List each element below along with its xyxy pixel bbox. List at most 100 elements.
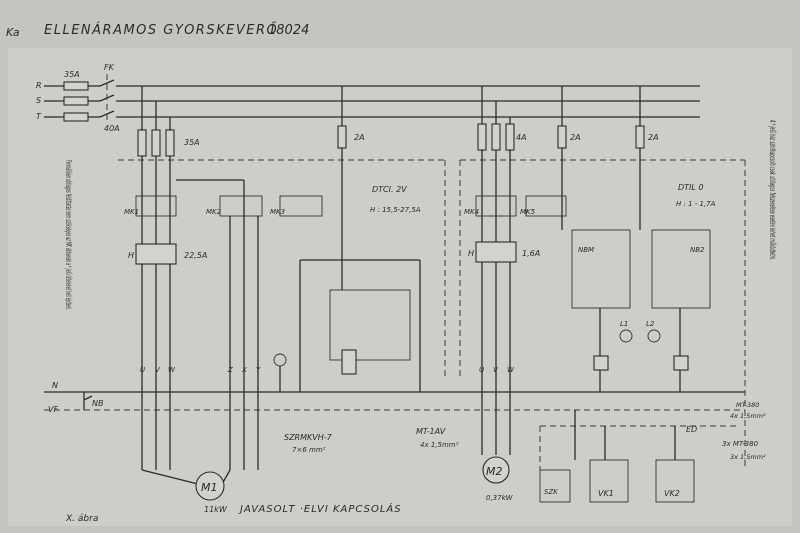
motor1-label: M1 <box>201 481 218 494</box>
motor2-cable: MT-1AV <box>416 427 446 436</box>
figure-label: X. ábra <box>65 514 98 524</box>
motor1-symbol <box>195 471 225 501</box>
motor2-power: 0,37kW <box>486 494 514 502</box>
neutral-label: N <box>52 381 58 390</box>
motor2-label: M2 <box>486 465 503 478</box>
unit2-title: DTIL 0 <box>678 183 704 192</box>
control-unit-2: 2A 2A DTIL 0 H : 1 - 1,7A NBM NB2 L1 L2 <box>557 86 716 392</box>
logo-mark: Ka <box>6 26 20 39</box>
switch-vk1-box <box>589 459 629 503</box>
m1-thermal-setting: 22,5A <box>184 251 207 260</box>
m2-fuse-1 <box>477 123 487 151</box>
m2-contactor-label: MK2 <box>206 208 222 216</box>
right-cable-block: MT-380 4x 1,5mm² 3x MT-380 3x 1,5mm² ED <box>539 401 766 470</box>
right-cable-section: 3x 1,5mm² <box>730 453 766 461</box>
unit2-relay-nb2: NB2 <box>690 246 705 254</box>
unit2-fuse-a <box>557 125 567 149</box>
switch-vk2-label: VK2 <box>664 489 680 498</box>
switch-szk-label: SZK <box>544 488 559 496</box>
unit2-coil-mk5 <box>673 355 689 371</box>
m1-terminal-u: U <box>140 366 145 374</box>
m2-fuse-rating: 4A <box>516 133 527 142</box>
m2-contactor-mk5: MK5 <box>520 208 536 216</box>
drawing-number: 18024 <box>268 23 309 38</box>
figure-caption: JAVASOLT ·ELVI KAPCSOLÁS <box>238 502 402 515</box>
m2-contactor-mk4: MK4 <box>464 208 479 216</box>
m1-terminal-x: X <box>241 366 247 374</box>
note-right: A * jelű ház szintkapcsoló csak utólagos… <box>768 120 777 260</box>
main-fuse-rating: 35A <box>64 70 80 79</box>
m2-thermal-relay <box>475 241 517 263</box>
switch-vk1-label: VK1 <box>598 489 614 498</box>
switch-szk-box <box>539 469 571 503</box>
note-right-group: A * jelű ház szintkapcsoló csak utólagos… <box>768 120 777 260</box>
main-switch-rating: 40A <box>104 124 120 133</box>
unit2-fuse-a-rating: 2A <box>570 133 581 142</box>
ground-label: VF <box>48 405 58 414</box>
page-title: ELLENÁRAMOS GYORSKEVERŐ <box>44 22 278 38</box>
unit2-lamp-2-label: L2 <box>646 320 655 328</box>
m1-terminal-y: Y <box>256 366 261 374</box>
unit2-fuse-b <box>635 125 645 149</box>
neutral-ground-lines: N VF NB <box>44 381 745 414</box>
m2-fuse-3 <box>505 123 515 151</box>
main-fuse-t <box>63 112 89 122</box>
unit2-lamp-2 <box>647 329 661 343</box>
unit2-range: H : 1 - 1,7A <box>676 200 716 208</box>
supply-bus: R S T 35A FK 40A <box>36 63 700 133</box>
phase-label-t: T <box>36 112 42 121</box>
unit1-fuse-rating: 2A <box>354 133 365 142</box>
m1-fuse-3 <box>165 129 175 157</box>
panel-boundaries <box>118 159 746 470</box>
switch-vk2-box <box>655 459 695 503</box>
note-left-group: Fennállóan utólagos feldíttatás nem szük… <box>64 160 73 310</box>
m2-thermal-setting: 1,6A <box>522 249 540 258</box>
unit2-coil-mk4 <box>593 355 609 371</box>
right-top-cable: MT-380 <box>736 401 759 409</box>
main-switch-label: FK <box>104 63 115 72</box>
m1-fuse-1 <box>137 129 147 157</box>
motor2-symbol <box>482 456 510 484</box>
m2-thermal-label: H <box>468 249 474 258</box>
unit2-relay-nbm: NBM <box>578 246 594 254</box>
unit1-coil <box>341 349 357 375</box>
phase-label-s: S <box>36 96 41 105</box>
motor1-power: 11kW <box>204 505 228 514</box>
switch-boxes: SZK VK1 VK2 <box>539 459 695 503</box>
nb-label: NB <box>92 399 103 408</box>
m1-fuse-rating: 35A <box>184 138 200 147</box>
unit2-lamp-1 <box>619 329 633 343</box>
m2-terminal-w: W <box>507 366 515 374</box>
m1-terminal-w: W <box>168 366 176 374</box>
unit1-title: DTCI. 2V <box>372 185 407 194</box>
m1-contactor-label: MK1 <box>124 208 139 216</box>
unit1-range: H : 15,5-27,5A <box>370 206 421 214</box>
m1-thermal-label: H <box>128 251 134 260</box>
m2-terminal-v: V <box>493 366 499 374</box>
m1-terminal-v: V <box>155 366 161 374</box>
drawing-area <box>8 48 792 526</box>
m1-thermal-relay <box>135 243 177 265</box>
control-unit-1: 2A DTCI. 2V H : 15,5-27,5A <box>273 86 421 392</box>
motor1-circuit: 35A MK1 MK2 MK3 H 22,5A U V W Z X Y M1 1… <box>124 86 333 514</box>
right-top-section: 4x 1,5mm² <box>730 412 766 420</box>
unit2-lamp-1-label: L1 <box>620 320 628 328</box>
m1-terminal-z: Z <box>227 366 233 374</box>
m1-fuse-2 <box>151 129 161 157</box>
note-left: Fennállóan utólagos feldíttatás nem szük… <box>64 160 73 310</box>
right-cable: 3x MT-380 <box>722 440 759 448</box>
unit2-fuse-b-rating: 2A <box>648 133 659 142</box>
ed-label: ED <box>686 425 697 434</box>
main-fuse-r <box>63 81 89 91</box>
phase-label-r: R <box>36 81 42 90</box>
motor1-cable: SZRMKVH-7 <box>284 433 333 442</box>
m3-contactor-label: MK3 <box>270 208 285 216</box>
motor1-cable-section: 7×6 mm² <box>292 446 326 454</box>
main-fuse-s <box>63 96 89 106</box>
m2-terminal-u: U <box>479 366 484 374</box>
motor2-cable-section: 4x 1,5mm² <box>420 441 459 449</box>
m2-fuse-2 <box>491 123 501 151</box>
unit1-fuse <box>337 125 347 149</box>
motor2-circuit: 4A MK4 MK5 H 1,6A U V W M2 0,37kW MT-1AV… <box>416 86 567 502</box>
